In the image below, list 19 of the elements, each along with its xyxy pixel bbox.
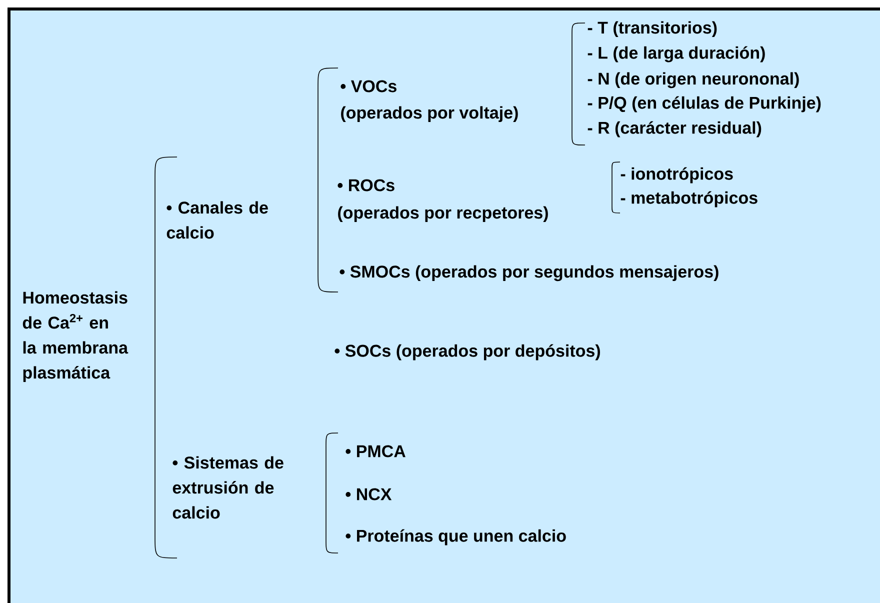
list-item: • SMOCs (operados por segundos mensajeros)	[340, 265, 718, 282]
list-item: (operados por voltaje)	[341, 106, 518, 122]
list-item: • NCX	[346, 488, 392, 500]
list-item: • PMCA	[346, 445, 406, 458]
list-item: • SOCs (operados por depósitos)	[334, 344, 600, 360]
list-item: • ROCs	[338, 179, 394, 192]
list-item: • Proteínas que unen calcio	[346, 529, 566, 546]
list-item: - L (de larga duración)	[588, 46, 765, 62]
list-item: - T (transitorios)	[588, 21, 717, 38]
list-item: • Sistemas de extrusión de calcio	[172, 456, 284, 519]
list-item: - metabotrópicos	[620, 191, 758, 208]
list-item: Homeostasis de Ca$^{2+}$ en la membrana plasmática	[22, 291, 128, 382]
list-item: • Canales de calcio	[166, 201, 268, 239]
list-item: - ionotrópicos	[620, 167, 733, 184]
list-item: • VOCs	[340, 80, 396, 92]
list-item: - N (de origen neurononal)	[588, 72, 799, 88]
list-item: (operados por recpetores)	[338, 206, 548, 222]
list-item: - P/Q (en células de Purkinje)	[588, 96, 821, 112]
list-item: - R (carácter residual)	[588, 121, 762, 138]
